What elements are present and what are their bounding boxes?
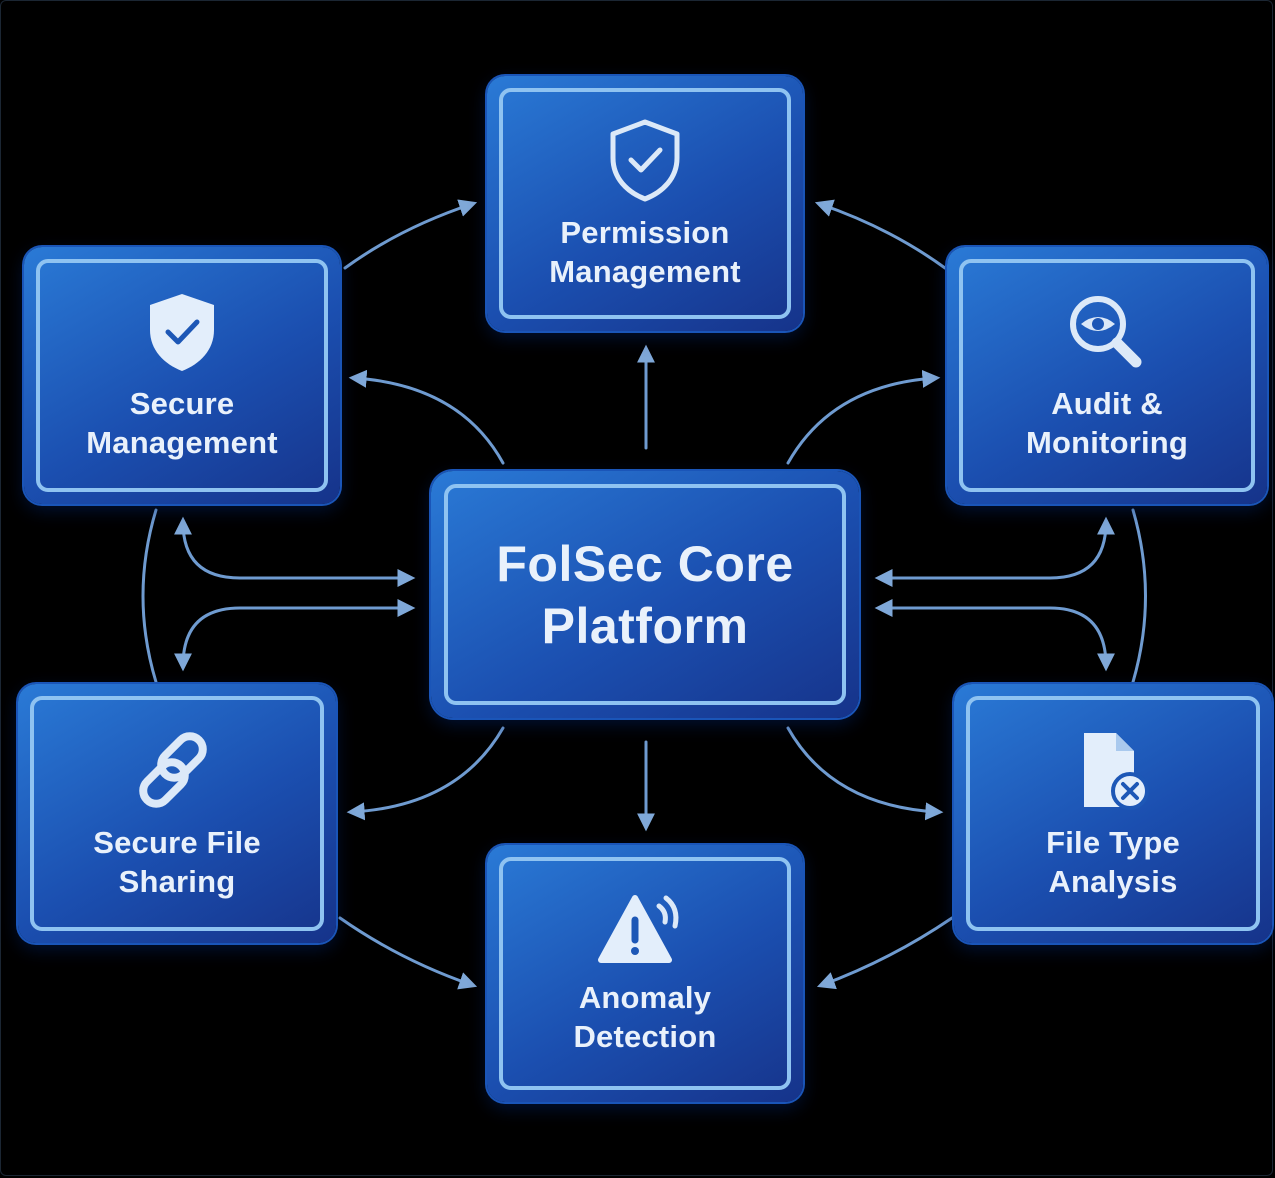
- label-line: Audit &: [1051, 385, 1163, 421]
- core-to-file-type-side-arrow: [874, 599, 1115, 672]
- label-line: Platform: [541, 597, 749, 654]
- label-line: Monitoring: [1025, 424, 1189, 460]
- audit-monitoring-label: Audit & Monitoring: [1026, 384, 1188, 462]
- node-border: [499, 857, 791, 1090]
- ring-connector-left: [141, 508, 158, 684]
- label-line: Secure File: [93, 824, 261, 860]
- ring-connector-right: [1131, 508, 1147, 684]
- ring-connector-top-left: [343, 199, 478, 270]
- node-border: [36, 259, 328, 492]
- secure-file-sharing-node[interactable]: Secure File Sharing: [18, 684, 336, 943]
- label-line: Permission: [560, 214, 730, 250]
- label-line: File Type: [1046, 824, 1180, 860]
- core-platform-label: FolSec Core Platform: [496, 533, 793, 657]
- label-line: Anomaly: [578, 979, 712, 1015]
- shield-check-icon: [149, 293, 214, 371]
- secure-mgmt-to-core-arrow: [174, 516, 416, 587]
- node-border: [966, 696, 1260, 931]
- document-x-icon: [1084, 732, 1149, 810]
- secure-management-label: Secure Management: [86, 384, 277, 462]
- file-type-analysis-node[interactable]: File Type Analysis: [954, 684, 1272, 943]
- secure-management-node[interactable]: Secure Management: [24, 247, 340, 504]
- node-border: [444, 484, 846, 705]
- warning-signal-icon: [597, 894, 679, 963]
- label-line: Management: [86, 424, 278, 460]
- label-line: Detection: [573, 1018, 717, 1054]
- label-line: Secure: [129, 385, 235, 421]
- node-border: [499, 88, 791, 319]
- audit-monitoring-node[interactable]: Audit & Monitoring: [947, 247, 1267, 504]
- node-border: [959, 259, 1255, 492]
- core-to-file-sharing-arrow: [346, 726, 505, 821]
- ring-connector-top-right: [814, 199, 947, 270]
- file-type-analysis-label: File Type Analysis: [1046, 823, 1180, 901]
- label-line: Analysis: [1048, 863, 1178, 899]
- ring-connector-bottom-left: [338, 916, 478, 990]
- anomaly-detection-label: Anomaly Detection: [573, 978, 716, 1056]
- secure-file-sharing-label: Secure File Sharing: [93, 823, 261, 901]
- label-line: Management: [549, 253, 741, 289]
- anomaly-detection-node[interactable]: Anomaly Detection: [487, 845, 803, 1102]
- core-to-secure-mgmt-arrow: [348, 369, 505, 465]
- label-line: FolSec Core: [496, 535, 794, 592]
- permission-management-label: Permission Management: [549, 213, 740, 291]
- audit-to-core-arrow: [874, 516, 1115, 587]
- label-line: Sharing: [118, 863, 236, 899]
- permission-management-node[interactable]: Permission Management: [487, 76, 803, 331]
- ring-connector-bottom-right: [816, 916, 954, 990]
- core-to-file-type-arrow: [786, 726, 944, 821]
- node-border: [30, 696, 324, 931]
- core-platform-node[interactable]: FolSec Core Platform: [431, 471, 859, 718]
- chain-link-icon: [139, 731, 207, 808]
- core-to-audit-arrow: [786, 369, 941, 465]
- core-to-file-sharing-side-arrow: [174, 599, 416, 672]
- shield-outline-check-icon: [610, 119, 680, 201]
- magnifier-eye-icon: [1070, 295, 1142, 367]
